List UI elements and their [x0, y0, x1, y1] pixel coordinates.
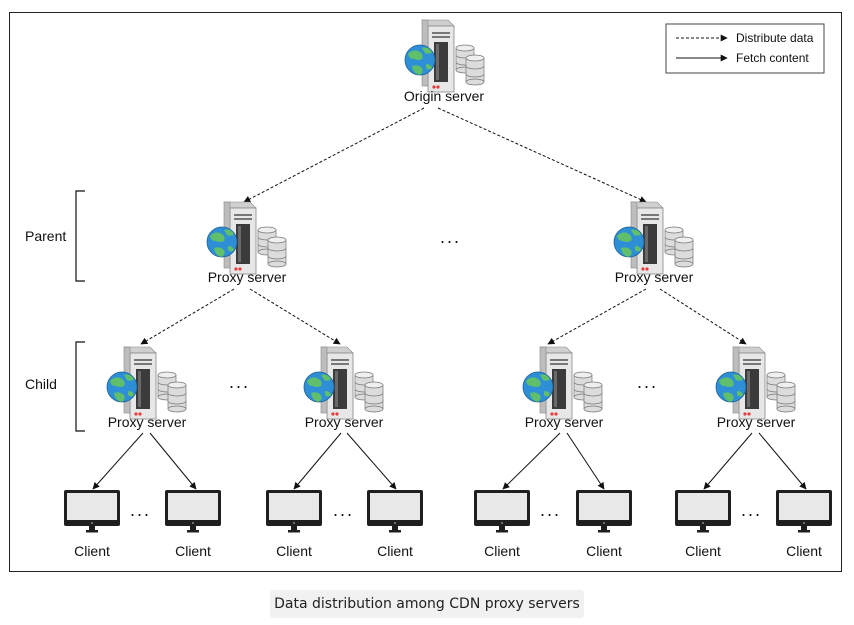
distribute-arrow-p2-c4 [659, 288, 747, 345]
client-label: Client [276, 543, 312, 559]
cdn-diagram: Distribute data Fetch content Parent Chi… [25, 19, 832, 559]
origin-server-icon [404, 19, 485, 93]
origin-server-label: Origin server [404, 88, 484, 104]
client-7: Client [675, 490, 731, 559]
monitor-icon [576, 490, 632, 533]
client-label: Client [786, 543, 822, 559]
client-label: Client [175, 543, 211, 559]
client-1: Client [64, 490, 120, 559]
fetch-arrow-c2-b [346, 432, 397, 490]
distribute-arrow-p1-c2 [249, 288, 341, 345]
fetch-arrow-c4-b [758, 432, 807, 490]
legend: Distribute data Fetch content [665, 23, 825, 74]
proxy-server-label: Proxy server [108, 414, 187, 430]
monitor-icon [474, 490, 530, 533]
monitor-icon [776, 490, 832, 533]
fetch-arrow-c2-a [293, 432, 342, 490]
tier-child-label: Child [25, 376, 57, 392]
ellipsis-child-right: ... [637, 372, 658, 392]
parent-proxy-1: Proxy server [206, 201, 287, 285]
ellipsis-clients-2: ... [333, 500, 354, 520]
figure-caption: Data distribution among CDN proxy server… [270, 590, 584, 618]
distribute-arrow-p1-c1 [140, 288, 235, 345]
ellipsis-clients-3: ... [540, 500, 561, 520]
server-icon [106, 346, 187, 420]
child-proxy-2: Proxy server [303, 346, 384, 430]
child-bracket [75, 341, 85, 432]
proxy-server-label: Proxy server [305, 414, 384, 430]
parent-proxy-2: Proxy server [613, 201, 694, 285]
server-icon [613, 201, 694, 275]
fetch-arrow-c1-a [92, 432, 144, 490]
fetch-arrow-c3-b [566, 432, 605, 490]
client-6: Client [576, 490, 632, 559]
legend-box [665, 23, 825, 74]
monitor-icon [64, 490, 120, 533]
legend-fetch-label: Fetch content [736, 51, 809, 65]
tier-parent-label: Parent [25, 228, 66, 244]
ellipsis-parent: ... [440, 227, 461, 247]
client-label: Client [685, 543, 721, 559]
monitor-icon [266, 490, 322, 533]
client-label: Client [74, 543, 110, 559]
monitor-icon [165, 490, 221, 533]
legend-distribute-label: Distribute data [736, 31, 814, 45]
client-5: Client [474, 490, 530, 559]
fetch-arrow-c4-a [703, 432, 753, 490]
tier-parent: Parent [25, 190, 85, 282]
ellipsis-clients-4: ... [741, 500, 762, 520]
server-icon [206, 201, 287, 275]
server-icon [715, 346, 796, 420]
tier-child: Child [25, 341, 85, 432]
proxy-server-label: Proxy server [208, 269, 287, 285]
parent-bracket [75, 190, 85, 282]
client-label: Client [586, 543, 622, 559]
distribute-arrow-origin-left [243, 107, 425, 203]
proxy-server-label: Proxy server [615, 269, 694, 285]
fetch-arrow-c3-a [502, 432, 561, 490]
distribute-arrow-p2-c3 [547, 288, 647, 345]
client-4: Client [367, 490, 423, 559]
client-label: Client [377, 543, 413, 559]
proxy-server-label: Proxy server [717, 414, 796, 430]
server-icon [303, 346, 384, 420]
monitor-icon [675, 490, 731, 533]
child-proxy-4: Proxy server [715, 346, 796, 430]
ellipsis-child-left: ... [229, 372, 250, 392]
monitor-icon [367, 490, 423, 533]
client-label: Client [484, 543, 520, 559]
diagram-frame [9, 12, 842, 572]
ellipsis-clients-1: ... [130, 500, 151, 520]
child-proxy-1: Proxy server [106, 346, 187, 430]
fetch-arrow-c1-b [149, 432, 197, 490]
client-8: Client [776, 490, 832, 559]
distribute-arrow-origin-right [437, 107, 647, 203]
child-proxy-3: Proxy server [522, 346, 604, 430]
client-3: Client [266, 490, 322, 559]
server-icon [522, 346, 603, 420]
client-2: Client [165, 490, 221, 559]
proxy-server-label: Proxy server [525, 414, 604, 430]
origin-server: Origin server [404, 19, 485, 104]
